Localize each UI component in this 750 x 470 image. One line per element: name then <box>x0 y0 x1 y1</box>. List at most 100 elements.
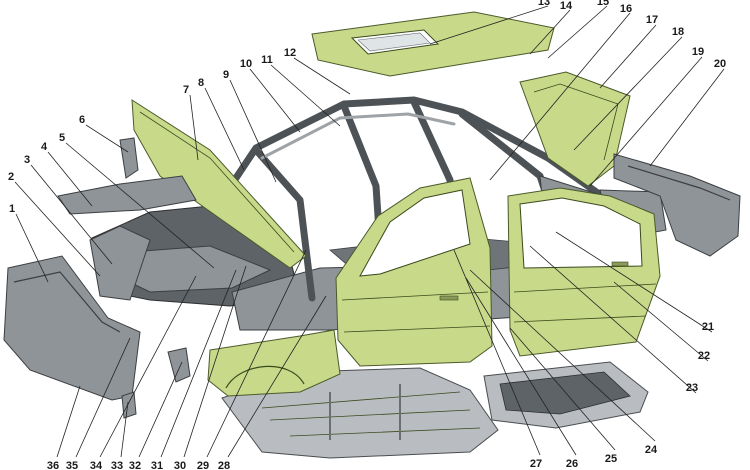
callout-11: 11 <box>261 54 341 127</box>
bracket-part-6 <box>119 137 139 179</box>
callout-leader-line <box>65 142 215 269</box>
callout-number: 19 <box>692 46 704 58</box>
callout-leader-line <box>589 56 703 187</box>
callout-18: 18 <box>573 26 684 151</box>
bracket-part-33 <box>121 391 137 419</box>
callout-27: 27 <box>453 249 542 470</box>
callout-number: 5 <box>59 132 65 144</box>
callout-number: 6 <box>79 114 85 126</box>
callout-number: 25 <box>605 453 617 465</box>
callout-leader-line <box>160 269 237 458</box>
callout-leader-line <box>227 295 327 458</box>
callout-number: 9 <box>223 69 229 81</box>
callout-leader-line <box>293 57 351 95</box>
front-door-handle <box>439 295 459 301</box>
callout-34: 34 <box>90 275 197 470</box>
front-fender <box>207 329 341 397</box>
callout-8: 8 <box>198 77 245 171</box>
roof-panel <box>311 11 555 77</box>
callout-number: 33 <box>111 460 123 470</box>
callout-25: 25 <box>509 327 617 465</box>
callout-leader-line <box>47 151 93 207</box>
callout-number: 27 <box>530 458 542 470</box>
callout-29: 29 <box>197 249 307 470</box>
callout-number: 17 <box>646 14 658 26</box>
callout-leader-line <box>15 213 49 283</box>
callout-7: 7 <box>183 84 199 161</box>
rear-door-handle <box>611 261 629 267</box>
callout-number: 31 <box>151 460 163 470</box>
callout-22: 22 <box>613 281 710 362</box>
callout-leader-line <box>206 249 307 458</box>
callout-2: 2 <box>8 171 101 277</box>
callout-16: 16 <box>489 3 632 181</box>
callout-number: 34 <box>90 460 103 470</box>
callout-leader-line <box>465 277 577 456</box>
callout-leader-line <box>649 68 725 167</box>
callout-3: 3 <box>24 154 113 265</box>
callout-36: 36 <box>47 385 81 470</box>
callout-32: 32 <box>129 361 183 470</box>
hood <box>131 99 307 269</box>
callout-leader-line <box>189 94 199 161</box>
callout-number: 8 <box>198 77 204 89</box>
callout-number: 32 <box>129 460 141 470</box>
callout-35: 35 <box>66 337 131 470</box>
callout-leader-line <box>555 231 713 333</box>
callout-leader-line <box>547 5 608 59</box>
callout-number: 11 <box>261 54 273 66</box>
callout-26: 26 <box>465 277 578 470</box>
callout-17: 17 <box>599 14 658 89</box>
callout-9: 9 <box>223 69 277 183</box>
rear-bumper <box>613 153 741 257</box>
callout-12: 12 <box>284 47 351 95</box>
callout-leader-line <box>529 245 697 394</box>
callout-33: 33 <box>111 401 129 470</box>
callout-number: 36 <box>47 460 59 470</box>
callout-15: 15 <box>547 0 609 59</box>
callout-number: 14 <box>560 0 573 12</box>
callout-number: 16 <box>620 3 632 15</box>
callout-number: 29 <box>197 460 209 470</box>
callout-20: 20 <box>649 58 726 167</box>
rear-door <box>507 187 661 357</box>
callout-number: 23 <box>686 382 698 394</box>
callout-10: 10 <box>240 58 301 133</box>
callout-number: 15 <box>597 0 609 8</box>
callout-number: 20 <box>714 58 726 70</box>
callout-23: 23 <box>529 245 698 394</box>
callout-number: 22 <box>698 350 710 362</box>
callout-number: 35 <box>66 460 78 470</box>
callout-13: 13 <box>429 0 550 45</box>
callout-number: 21 <box>702 321 714 333</box>
callout-19: 19 <box>589 46 704 187</box>
callout-number: 7 <box>183 84 189 96</box>
rear-floor-panel <box>483 361 649 429</box>
callout-leader-line <box>529 9 571 55</box>
callout-number: 24 <box>645 444 658 456</box>
callout-number: 13 <box>538 0 550 8</box>
callout-number: 30 <box>174 460 186 470</box>
callout-number: 18 <box>672 26 684 38</box>
callout-1: 1 <box>9 203 49 283</box>
callout-leader-line <box>509 327 616 451</box>
callout-number: 4 <box>41 141 48 153</box>
callout-number: 2 <box>8 171 14 183</box>
front-door <box>335 177 493 367</box>
callout-leader-line <box>613 281 709 362</box>
callout-leader-line <box>599 24 657 89</box>
callout-leader-line <box>14 181 101 277</box>
callout-leader-line <box>120 401 129 458</box>
callout-leader-line <box>249 68 301 133</box>
callout-leader-line <box>453 249 541 456</box>
bracket-part-32 <box>167 347 191 383</box>
callout-leader-line <box>469 269 656 442</box>
callout-leader-line <box>138 361 183 458</box>
callout-28: 28 <box>218 295 327 470</box>
callout-number: 1 <box>9 203 15 215</box>
callout-number: 26 <box>566 458 578 470</box>
callout-31: 31 <box>151 269 237 470</box>
callout-leader-line <box>183 265 247 458</box>
